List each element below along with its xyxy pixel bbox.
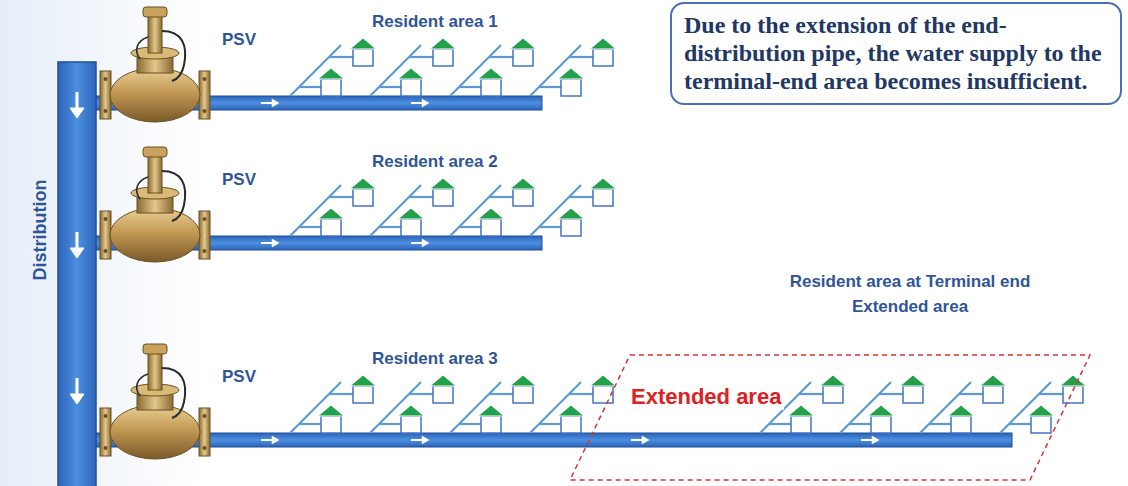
flow-arrow: [272, 239, 279, 247]
flow-arrow: [422, 436, 429, 444]
house-icon: [318, 68, 344, 96]
house-icon: [350, 38, 376, 66]
flow-arrow: [261, 242, 273, 244]
flow-arrow: [272, 436, 279, 444]
house-icon: [350, 375, 376, 403]
service-branch: [530, 382, 593, 433]
house-icon: [558, 405, 584, 433]
house-icon: [478, 208, 504, 236]
house-icon: [478, 405, 504, 433]
callout-box: Due to the extension of the end-distribu…: [670, 2, 1122, 105]
flow-arrow: [411, 242, 423, 244]
house-icon: [590, 38, 616, 66]
house-icon: [398, 68, 424, 96]
service-branch: [450, 382, 513, 433]
service-branch: [290, 382, 353, 433]
area-heading: Resident area at Terminal end Extended a…: [775, 270, 1045, 319]
area-label: Resident area 3: [372, 349, 498, 369]
house-icon: [558, 68, 584, 96]
service-branch: [370, 382, 433, 433]
house-icon: [820, 375, 846, 403]
house-icon: [350, 178, 376, 206]
house-icon: [398, 405, 424, 433]
house-icon: [788, 405, 814, 433]
house-icon: [430, 375, 456, 403]
valve-label: PSV: [222, 30, 256, 50]
house-icon: [900, 375, 926, 403]
house-icon: [318, 208, 344, 236]
house-icon: [948, 405, 974, 433]
flow-arrow: [861, 439, 873, 441]
flow-arrow: [261, 102, 273, 104]
flow-arrow: [422, 99, 429, 107]
service-branch: [840, 382, 903, 433]
area-outline: [560, 270, 1100, 482]
service-branch: [290, 45, 353, 96]
house-icon: [398, 208, 424, 236]
house-icon: [590, 178, 616, 206]
service-branch: [530, 45, 593, 96]
service-branch: [450, 45, 513, 96]
flow-arrow: [872, 436, 879, 444]
service-branch: [290, 185, 353, 236]
callout-text: Due to the extension of the end-distribu…: [684, 11, 1108, 95]
house-icon: [430, 178, 456, 206]
house-icon: [318, 405, 344, 433]
house-icon: [430, 38, 456, 66]
flow-arrow: [422, 239, 429, 247]
flow-arrow: [631, 439, 643, 441]
pipe-label: Distribution: [30, 180, 51, 281]
house-icon: [510, 38, 536, 66]
flow-arrow: [261, 439, 273, 441]
flow-arrow: [642, 436, 649, 444]
house-icon: [510, 178, 536, 206]
valve-label: PSV: [222, 367, 256, 387]
flow-arrow: [411, 439, 423, 441]
house-icon: [980, 375, 1006, 403]
house-icon: [510, 375, 536, 403]
flow-arrow: [411, 102, 423, 104]
area-label: Resident area 1: [372, 12, 498, 32]
service-branch: [370, 185, 433, 236]
area-label: Extended area: [628, 384, 784, 410]
service-branch: [920, 382, 983, 433]
service-branch: [1000, 382, 1063, 433]
area-label: Resident area 2: [372, 152, 498, 172]
house-icon: [558, 208, 584, 236]
service-branch: [450, 185, 513, 236]
distribution-pipe: Distribution: [22, 62, 102, 486]
service-branch: [370, 45, 433, 96]
valve-label: PSV: [222, 170, 256, 190]
service-branch: [530, 185, 593, 236]
house-icon: [1028, 405, 1054, 433]
house-icon: [868, 405, 894, 433]
flow-arrow: [272, 99, 279, 107]
house-icon: [590, 375, 616, 403]
extended-area: Resident area at Terminal end Extended a…: [560, 270, 1100, 482]
house-icon: [478, 68, 504, 96]
